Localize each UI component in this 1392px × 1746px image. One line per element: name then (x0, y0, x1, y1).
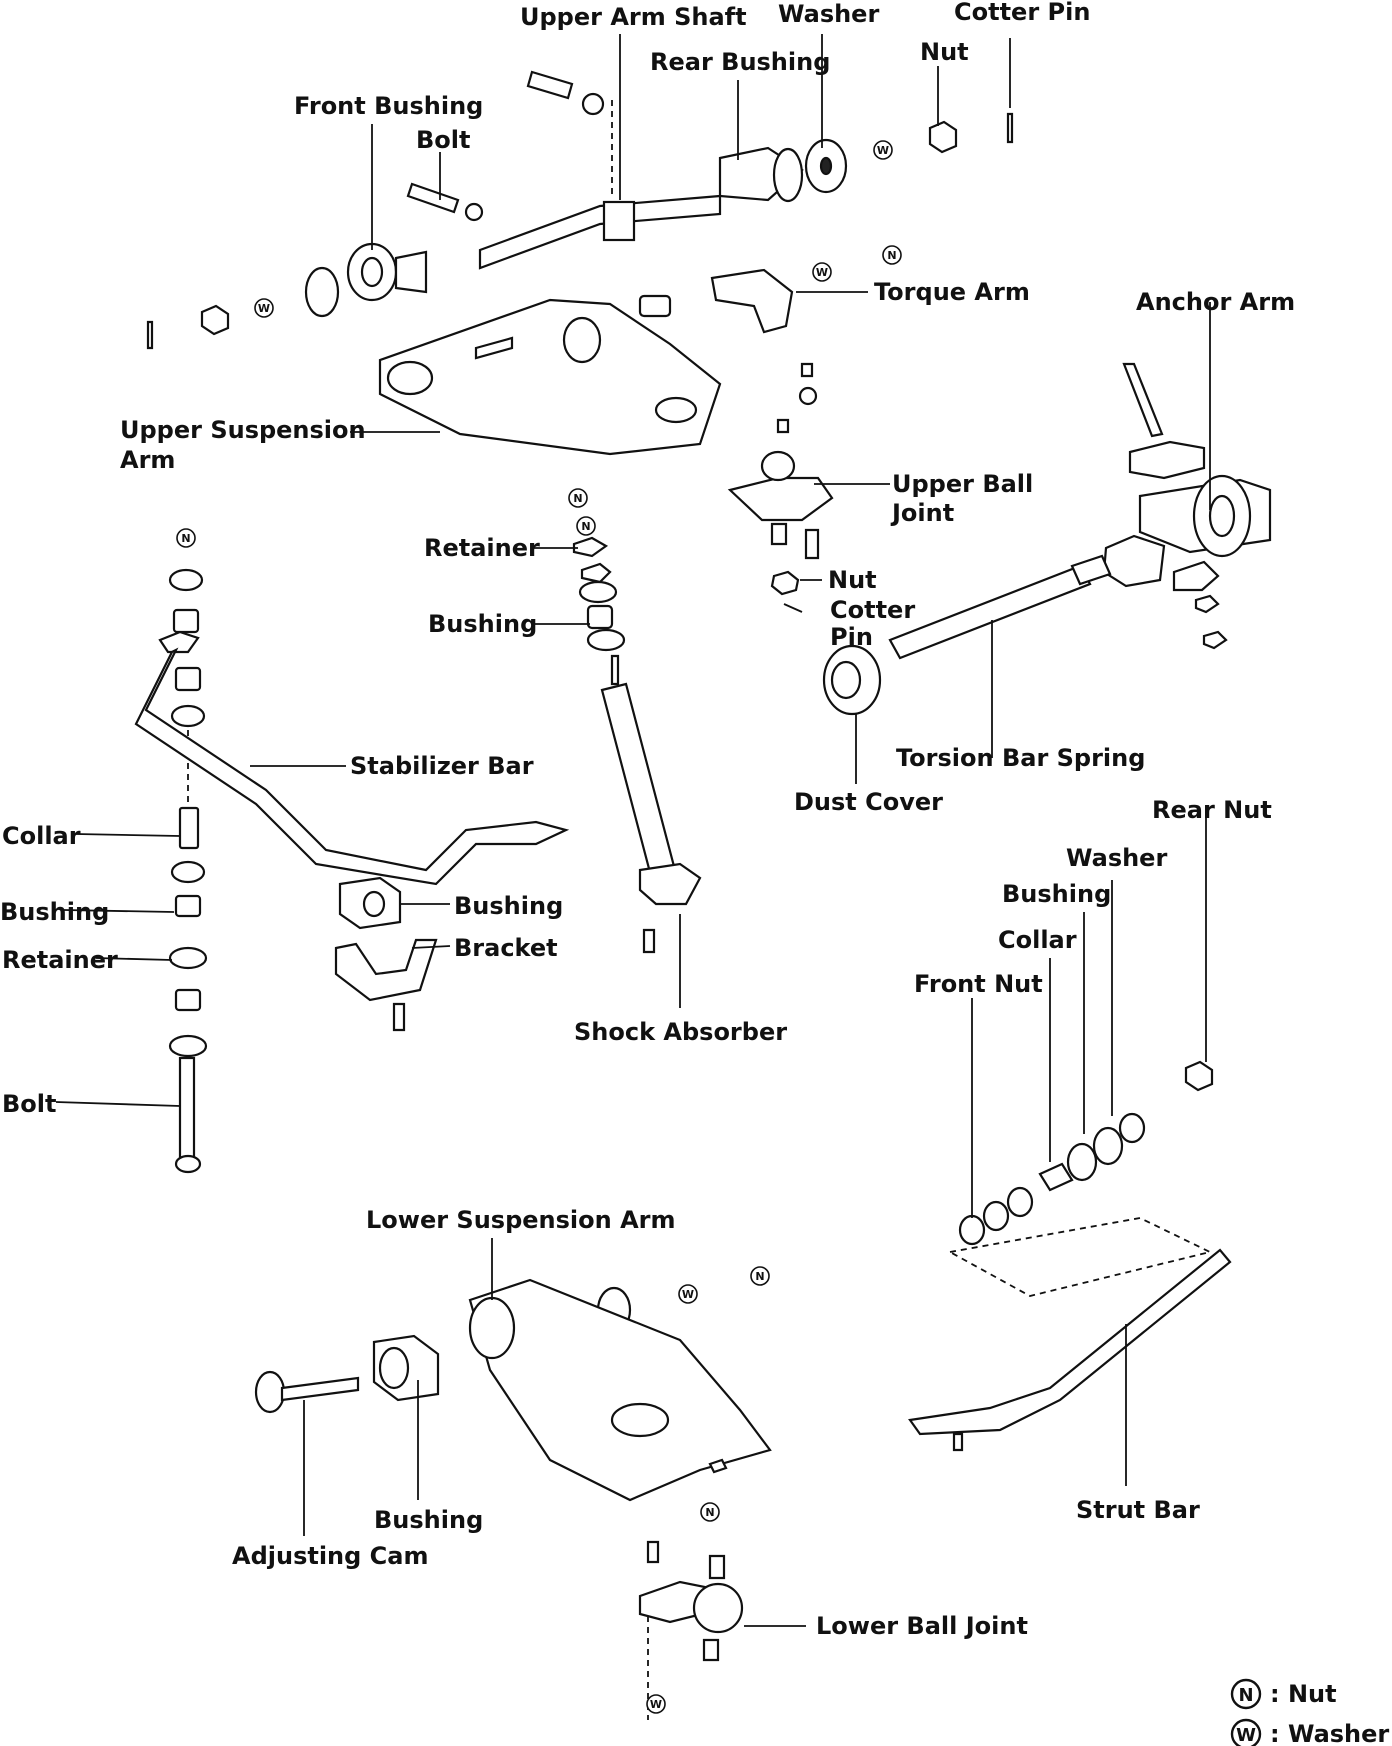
legend-washer: W : Washer (1230, 1718, 1389, 1746)
label-adjusting-cam: Adjusting Cam (232, 1542, 429, 1570)
label-rear-bushing: Rear Bushing (650, 48, 830, 76)
svg-text:W: W (1236, 1725, 1256, 1746)
nut-symbol: N (576, 516, 596, 536)
label-nut: Nut (920, 38, 969, 66)
strut-bar-assembly (908, 1060, 1232, 1452)
label-lower-suspension-arm: Lower Suspension Arm (366, 1206, 675, 1234)
label-bolt: Bolt (416, 126, 470, 154)
washer-symbol: W (873, 140, 893, 160)
svg-text:N: N (1238, 1685, 1253, 1706)
label-rear-nut: Rear Nut (1152, 796, 1272, 824)
svg-text:N: N (705, 1506, 714, 1519)
label-bushing-lower: Bushing (374, 1506, 483, 1534)
washer-symbol: W (646, 1694, 666, 1714)
label-upper-arm-shaft: Upper Arm Shaft (520, 3, 747, 31)
label-cotter-pin-mid-2: Pin (830, 623, 873, 651)
label-collar-left: Collar (2, 822, 81, 850)
washer-symbol: W (678, 1284, 698, 1304)
lower-arm-assembly (254, 1278, 772, 1720)
svg-text:N: N (181, 532, 190, 545)
nut-symbol: N (176, 528, 196, 548)
label-cotter-pin-mid: Cotter (830, 596, 915, 624)
nut-symbol: N (568, 488, 588, 508)
label-front-bushing: Front Bushing (294, 92, 483, 120)
svg-text:N: N (573, 492, 582, 505)
svg-text:N: N (755, 1270, 764, 1283)
washer-symbol: W (812, 262, 832, 282)
svg-text:W: W (816, 266, 828, 279)
label-upper-suspension-arm: Upper Suspension (120, 416, 366, 444)
label-upper-ball-joint-2: Joint (890, 499, 954, 527)
label-anchor-arm: Anchor Arm (1136, 288, 1295, 316)
symbol-markers: W N W W N N N W N N W (176, 140, 902, 1714)
label-collar-right: Collar (998, 926, 1077, 954)
label-dust-cover: Dust Cover (794, 788, 943, 816)
legend: N : Nut W : Washer (1230, 1678, 1389, 1746)
svg-text:: Washer: : Washer (1270, 1720, 1389, 1746)
label-washer: Washer (778, 0, 879, 28)
label-retainer-mid: Retainer (424, 534, 540, 562)
stabilizer-assembly (134, 568, 570, 1174)
label-upper-suspension-arm-2: Arm (120, 446, 175, 474)
label-washer-right: Washer (1066, 844, 1167, 872)
label-shock-absorber: Shock Absorber (574, 1018, 787, 1046)
label-bushing-left: Bushing (0, 898, 109, 926)
nut-symbol: N (750, 1266, 770, 1286)
label-strut-bar: Strut Bar (1076, 1496, 1200, 1524)
label-upper-ball-joint: Upper Ball (892, 470, 1033, 498)
label-stabilizer-bar: Stabilizer Bar (350, 752, 534, 780)
legend-nut: N : Nut (1230, 1678, 1337, 1710)
label-torsion-bar-spring: Torsion Bar Spring (896, 744, 1145, 772)
label-front-nut: Front Nut (914, 970, 1043, 998)
svg-text:W: W (877, 144, 889, 157)
label-cotter-pin: Cotter Pin (954, 0, 1090, 26)
label-bushing-mid: Bushing (428, 610, 537, 638)
svg-text:W: W (258, 302, 270, 315)
shock-absorber-assembly (572, 536, 702, 954)
label-bolt-left: Bolt (2, 1090, 56, 1118)
nut-symbol: N (700, 1502, 720, 1522)
svg-text:N: N (887, 249, 896, 262)
label-torque-arm: Torque Arm (874, 278, 1030, 306)
torsion-bar-assembly (822, 362, 1272, 716)
upper-ball-joint-assembly (727, 362, 834, 613)
part-labels: Upper Arm Shaft Washer Cotter Pin Nut Re… (0, 0, 1295, 1640)
label-nut-mid: Nut (828, 566, 877, 594)
label-retainer-left: Retainer (2, 946, 118, 974)
upper-arm-assembly (146, 70, 1014, 456)
nut-symbol: N (882, 245, 902, 265)
label-bracket: Bracket (454, 934, 558, 962)
leader-lines (55, 34, 1211, 1627)
svg-text:N: N (581, 520, 590, 533)
label-bushing-bracket: Bushing (454, 892, 563, 920)
label-lower-ball-joint: Lower Ball Joint (816, 1612, 1028, 1640)
svg-text:: Nut: : Nut (1270, 1680, 1337, 1708)
washer-symbol: W (254, 298, 274, 318)
svg-text:W: W (682, 1288, 694, 1301)
label-bushing-right: Bushing (1002, 880, 1111, 908)
svg-text:W: W (650, 1698, 662, 1711)
